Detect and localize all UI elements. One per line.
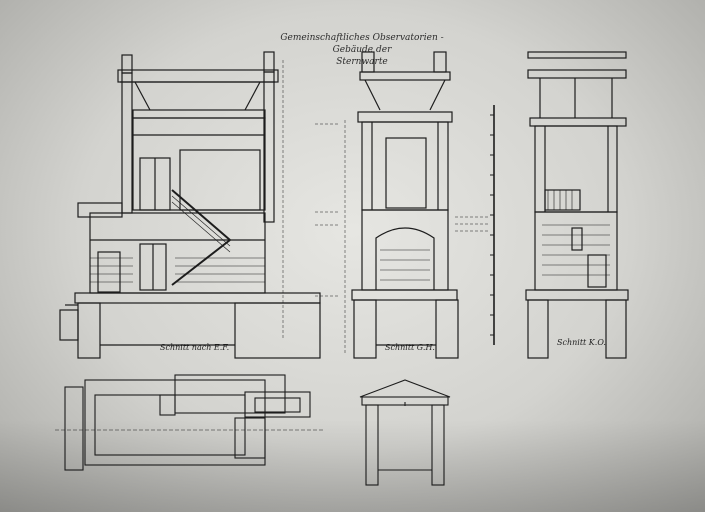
middle-elevation xyxy=(351,51,459,359)
section-label-middle: Schnitt G.H. xyxy=(385,343,435,352)
right-elevation xyxy=(525,51,629,359)
dimension-lines xyxy=(282,60,490,355)
scale-bar xyxy=(490,105,495,345)
title-line-1: Gemeinschaftliches Observatorien - Gebäu… xyxy=(280,33,444,55)
section-label-right: Schnitt K.O. xyxy=(557,338,606,347)
portal-detail xyxy=(359,379,451,486)
left-elevation xyxy=(59,51,321,359)
floor-plan xyxy=(55,374,325,471)
section-label-left: Schnitt nach E.F. xyxy=(160,343,230,352)
